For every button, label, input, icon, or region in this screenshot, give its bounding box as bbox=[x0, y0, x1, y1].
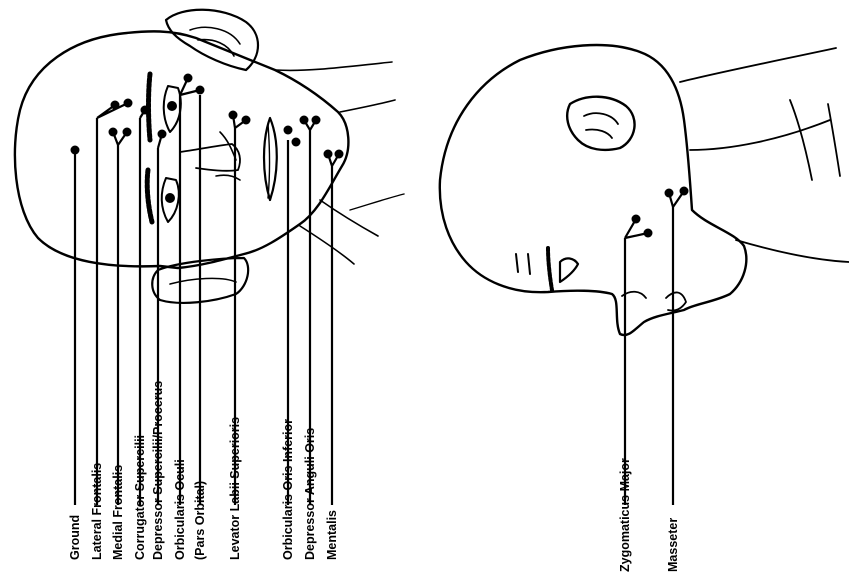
label-orbicularis-oris-inferior: Orbicularis Oris Inferior bbox=[281, 419, 295, 560]
profile-lead-lines bbox=[625, 191, 684, 505]
label-medial-frontalis: Medial Frontalis bbox=[111, 465, 125, 560]
profile-lips bbox=[666, 292, 686, 310]
profile-neck-lines bbox=[680, 48, 849, 262]
label-depressor-supercilii-procerus: Depressor Supercilii/Procerus bbox=[151, 381, 165, 560]
profile-face-drawing bbox=[440, 45, 849, 505]
profile-ear bbox=[567, 97, 634, 150]
electrode-orbicularis-oris-1 bbox=[284, 126, 293, 135]
profile-eye bbox=[560, 258, 578, 282]
electrode-lateral-frontalis-2 bbox=[124, 99, 133, 108]
upper-pupil bbox=[167, 101, 177, 111]
lower-pupil bbox=[165, 193, 175, 203]
label-lateral-frontalis: Lateral Frontalis bbox=[90, 463, 104, 560]
label-zygomaticus-major: Zygomaticus Major bbox=[618, 458, 632, 572]
label-corrugator-supercilii: Corrugator Supercilii bbox=[133, 435, 147, 560]
frontal-face-drawing bbox=[15, 10, 404, 505]
label-depressor-anguli-oris: Depressor Anguli Oris bbox=[303, 428, 317, 560]
profile-eyebrow bbox=[548, 248, 552, 290]
head-outline bbox=[15, 31, 349, 268]
label-orbicularis-oculi: Orbicularis Oculi bbox=[173, 459, 187, 560]
upper-eyebrow bbox=[149, 74, 151, 140]
profile-electrodes bbox=[632, 187, 689, 238]
labels: Ground Lateral Frontalis Medial Frontali… bbox=[68, 381, 680, 572]
label-levator-labii-superioris: Levator Labii Superioris bbox=[228, 417, 242, 560]
label-masseter: Masseter bbox=[666, 518, 680, 572]
mouth bbox=[264, 118, 277, 200]
label-pars-orbital: (Pars Orbital) bbox=[193, 481, 207, 560]
label-ground: Ground bbox=[68, 515, 82, 560]
label-mentalis: Mentalis bbox=[325, 510, 339, 560]
lower-eyebrow bbox=[147, 170, 152, 222]
electrode-orbicularis-oris-2 bbox=[292, 138, 301, 147]
neck-lines bbox=[276, 62, 395, 264]
profile-outline bbox=[440, 45, 747, 335]
